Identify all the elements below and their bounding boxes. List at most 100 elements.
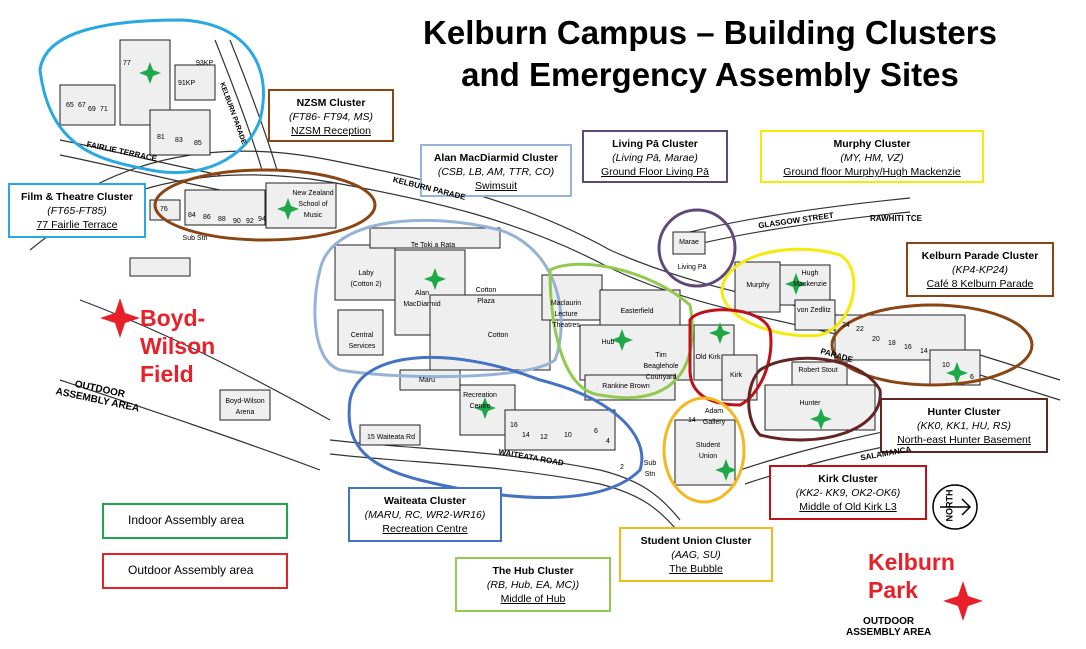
building-number-81: 81 <box>157 134 165 141</box>
boyd-wilson-edge <box>79 299 331 421</box>
waiteata-road-edge <box>329 453 681 535</box>
cluster-box-alan-macdiarmid: Alan MacDiarmid Cluster (CSB, LB, AM, TT… <box>420 144 572 197</box>
buildings <box>59 39 981 486</box>
building-number-94: 94 <box>258 216 266 223</box>
cluster-name: Murphy Cluster <box>833 138 911 150</box>
cluster-name: Kelburn Parade Cluster <box>921 250 1039 262</box>
kp-number-10: 10 <box>942 362 950 369</box>
indoor-star-icon <box>785 273 807 295</box>
building-label-cotton-plaza: Cotton Plaza <box>475 287 497 305</box>
cluster-box-hunter: Hunter Cluster (KK0, KK1, HU, RS) North-… <box>880 398 1048 453</box>
building-label-tim-beaglehole: Tim Beaglehole Courtyard <box>643 352 679 381</box>
indoor-star-icon <box>709 322 731 344</box>
indoor-star-icon <box>810 408 832 430</box>
cluster-codes: (FT65-FT85) <box>47 205 107 217</box>
assembly-site: Recreation Centre <box>382 523 468 535</box>
building-number-76: 76 <box>160 206 168 213</box>
kelburn-park-outdoor-caption: OUTDOOR ASSEMBLY AREA <box>846 616 931 638</box>
assembly-site: Ground Floor Living Pā <box>601 166 709 178</box>
building-label-student-union: Student Union <box>695 442 721 460</box>
cluster-box-waiteata: Waiteata Cluster (MARU, RC, WR2-WR16) Re… <box>348 487 502 542</box>
cluster-name: Waiteata Cluster <box>384 495 466 507</box>
student-union-outline <box>662 396 746 504</box>
waiteata-number-14: 14 <box>522 432 530 439</box>
cluster-box-murphy: Murphy Cluster (MY, HM, VZ) Ground floor… <box>760 130 984 183</box>
building-65-71 <box>59 84 116 126</box>
cluster-name: Hunter Cluster <box>927 406 1001 418</box>
legend-outdoor: Outdoor Assembly area <box>102 553 288 589</box>
building-label-laby: Laby (Cotton 2) <box>350 270 382 288</box>
kp-number-16: 16 <box>904 344 912 351</box>
building-label-recreation-centre: Recreation Centre <box>463 392 497 410</box>
cluster-codes: (KP4-KP24) <box>951 264 1009 276</box>
cluster-name: Film & Theatre Cluster <box>20 191 134 203</box>
indoor-star-icon <box>139 62 161 84</box>
cluster-name: Living Pā Cluster <box>612 138 698 150</box>
assembly-site: NZSM Reception <box>291 125 371 137</box>
cluster-box-student-union: Student Union Cluster (AAG, SU) The Bubb… <box>619 527 773 582</box>
cluster-codes: (AAG, SU) <box>671 549 721 561</box>
assembly-site: 77 Fairlie Terrace <box>36 219 118 231</box>
building-label-easterfield: Easterfield <box>620 308 654 315</box>
building-label-central-services: Central Services <box>348 332 376 350</box>
waiteata-number-6: 6 <box>594 428 598 435</box>
building-te-toki <box>369 227 501 249</box>
building-label-maru: Maru <box>419 377 435 384</box>
building-15-waiteata <box>359 424 421 446</box>
cluster-name: Student Union Cluster <box>640 535 752 547</box>
building-number-88: 88 <box>218 216 226 223</box>
boyd-wilson-outdoor-star-icon <box>100 298 140 338</box>
building-label-hub: Hub <box>601 339 615 346</box>
student-union-number-14: 14 <box>688 417 696 424</box>
building-number-84: 84 <box>188 212 196 219</box>
kelburn-park-line-2: Park <box>868 577 918 603</box>
building-von-zedlitz <box>794 299 836 331</box>
title-line-1: Kelburn Campus – Building Clusters <box>423 14 997 51</box>
building-kirk <box>721 354 758 401</box>
hub-outline <box>548 262 694 400</box>
outdoor-assembly-markers <box>100 298 983 621</box>
map-title: Kelburn Campus – Building Clusters and E… <box>360 12 1060 96</box>
kelburn-parade-outline <box>830 303 1034 387</box>
building-number-85: 85 <box>194 140 202 147</box>
living-pa-outline <box>657 208 737 288</box>
caption-line-1: OUTDOOR <box>863 616 915 627</box>
building-label-hugh-mackenzie: Hugh Mackenzie <box>793 270 827 288</box>
building-label-robert-stout: Robert Stout <box>798 367 838 374</box>
boyd-wilson-edge-2 <box>59 379 321 471</box>
building-number-86: 86 <box>203 214 211 221</box>
building-label-adam-gallery: Adam Gallery <box>702 408 726 426</box>
building-rankine-brown <box>584 374 676 401</box>
nzsm-outline <box>153 168 377 242</box>
waiteata-road <box>329 439 681 521</box>
building-marae <box>672 231 706 255</box>
legend-indoor: Indoor Assembly area <box>102 503 288 539</box>
kp-number-18: 18 <box>888 340 896 347</box>
cluster-box-film-theatre: Film & Theatre Cluster (FT65-FT85) 77 Fa… <box>8 183 146 238</box>
building-label-nzsm: New Zealand School of Music <box>292 190 334 219</box>
building-81-85 <box>149 109 211 156</box>
cluster-name: Kirk Cluster <box>818 473 878 485</box>
building-number-93kp: 93KP <box>196 60 214 67</box>
cluster-codes: (MARU, RC, WR2-WR16) <box>364 509 486 521</box>
cluster-box-kelburn-parade: Kelburn Parade Cluster (KP4-KP24) Café 8… <box>906 242 1054 297</box>
indoor-assembly-markers <box>139 62 968 481</box>
cluster-outlines <box>38 18 1034 504</box>
glasgow-street-road-edge <box>689 211 911 247</box>
building-label-cotton: Cotton <box>487 332 509 339</box>
building-hub <box>579 324 691 381</box>
title-line-2: and Emergency Assembly Sites <box>461 56 959 93</box>
cluster-codes: (CSB, LB, AM, TTR, CO) <box>437 166 555 178</box>
film-theatre-outline <box>38 18 265 175</box>
waiteata-outline <box>347 355 644 499</box>
waiteata-number-16: 16 <box>510 422 518 429</box>
building-label-maclaurin: Maclaurin Lecture Theatres <box>550 300 582 329</box>
cluster-codes: (KK0, KK1, HU, RS) <box>917 420 1011 432</box>
building-84-94 <box>184 189 266 226</box>
building-number-83: 83 <box>175 137 183 144</box>
building-murphy <box>734 261 781 313</box>
waiteata-number-4: 4 <box>606 438 610 445</box>
building-label-old-kirk: Old Kirk <box>695 354 721 361</box>
